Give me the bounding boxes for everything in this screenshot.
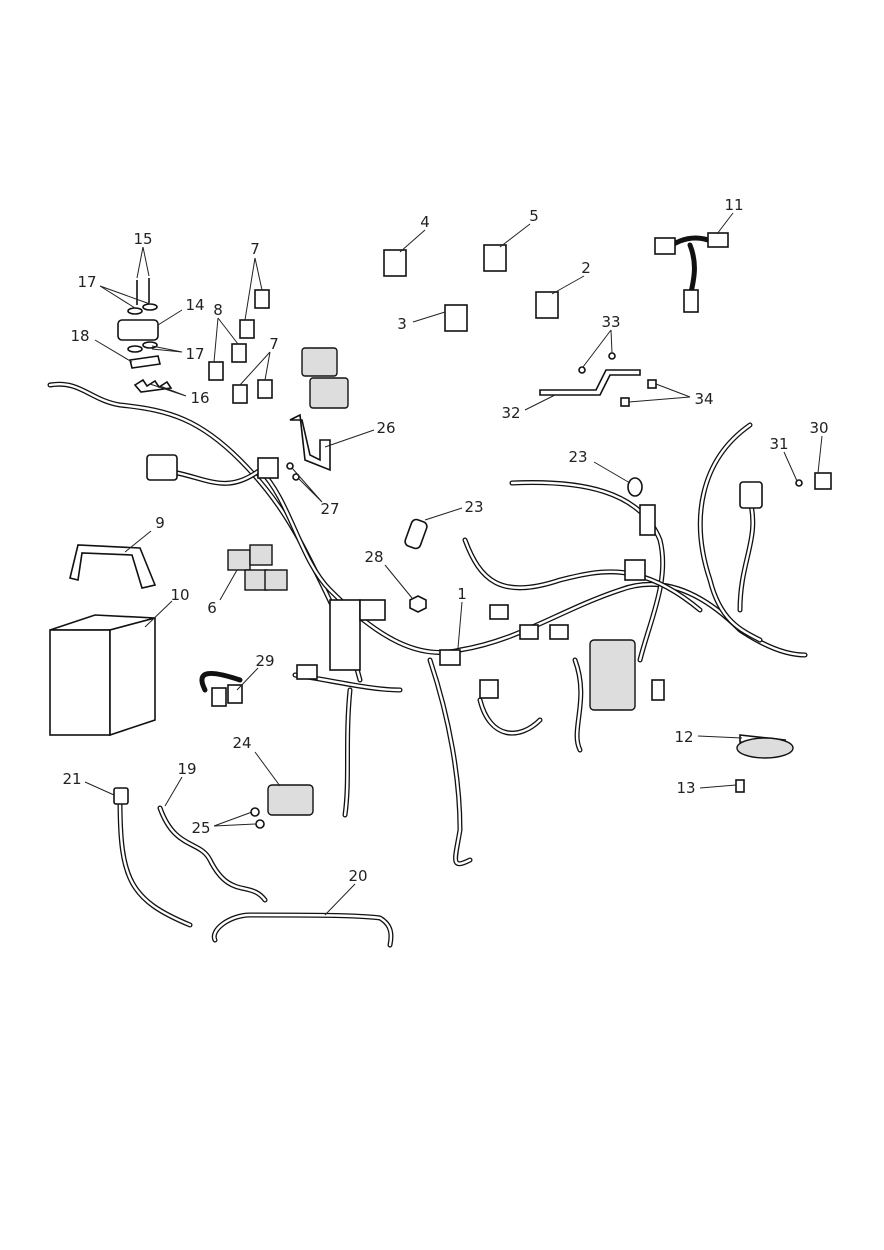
fuse-holder-14	[117, 319, 159, 341]
terminals-16	[133, 378, 173, 393]
callout-29: 29	[255, 652, 274, 670]
strap-9	[69, 544, 157, 589]
callout-17: 17	[77, 273, 96, 291]
callout-labels: 15 17 14 17 18 16 8 7 7 4 5 2 3 33 32 34…	[62, 196, 828, 885]
sensor-23	[404, 518, 428, 550]
callout-19: 19	[177, 760, 196, 778]
screw-33b	[608, 352, 616, 360]
battery-10	[49, 614, 156, 737]
switch-30	[814, 472, 832, 490]
callout-8: 8	[213, 301, 223, 319]
screw-27b	[292, 473, 300, 481]
callout-1: 1	[457, 585, 467, 603]
link-18	[129, 355, 161, 369]
callout-17: 17	[185, 345, 204, 363]
callout-25: 25	[191, 819, 210, 837]
screw-27	[286, 462, 294, 470]
callout-13: 13	[676, 779, 695, 797]
relay-boxes	[301, 347, 349, 409]
callout-21: 21	[62, 770, 81, 788]
cable-19	[157, 805, 268, 903]
fuses-2-5	[383, 244, 559, 332]
callout-7: 7	[269, 335, 279, 353]
callout-10: 10	[170, 586, 189, 604]
callout-27: 27	[320, 500, 339, 518]
horn-12	[736, 734, 794, 759]
callout-2: 2	[581, 259, 591, 277]
callout-5: 5	[529, 207, 539, 225]
bolts-15	[136, 278, 150, 305]
callout-12: 12	[674, 728, 693, 746]
callout-34: 34	[694, 390, 713, 408]
callout-28: 28	[364, 548, 383, 566]
callout-23: 23	[464, 498, 483, 516]
cable-20	[211, 912, 394, 948]
callout-23: 23	[568, 448, 587, 466]
callout-30: 30	[809, 419, 828, 437]
module-24	[267, 784, 314, 816]
callout-7: 7	[250, 240, 260, 258]
harness-connectors	[146, 454, 763, 711]
callout-33: 33	[601, 313, 620, 331]
callout-20: 20	[348, 867, 367, 885]
bracket-32	[539, 369, 641, 396]
callout-14: 14	[185, 296, 204, 314]
screw-33	[578, 366, 586, 374]
nut-28	[409, 595, 427, 613]
leader-lines	[84, 212, 823, 916]
bracket-26	[289, 413, 331, 472]
screw-25b	[255, 819, 265, 829]
callout-24: 24	[232, 734, 251, 752]
clip-34b	[620, 397, 630, 407]
callout-9: 9	[155, 514, 165, 532]
callout-6: 6	[207, 599, 217, 617]
bolt-13	[735, 779, 745, 793]
connector-29	[199, 670, 243, 707]
callout-4: 4	[420, 213, 430, 231]
callout-16: 16	[190, 389, 209, 407]
relay-block-6	[227, 544, 288, 591]
callout-11: 11	[724, 196, 743, 214]
sensor-11	[654, 232, 729, 313]
callout-26: 26	[376, 419, 395, 437]
callout-32: 32	[501, 404, 520, 422]
cable-21	[113, 787, 193, 928]
callout-3: 3	[397, 315, 407, 333]
callout-15: 15	[133, 230, 152, 248]
screw-25	[250, 807, 260, 817]
clip-34	[647, 379, 657, 389]
callout-31: 31	[769, 435, 788, 453]
callout-18: 18	[70, 327, 89, 345]
screw-31	[795, 479, 803, 487]
